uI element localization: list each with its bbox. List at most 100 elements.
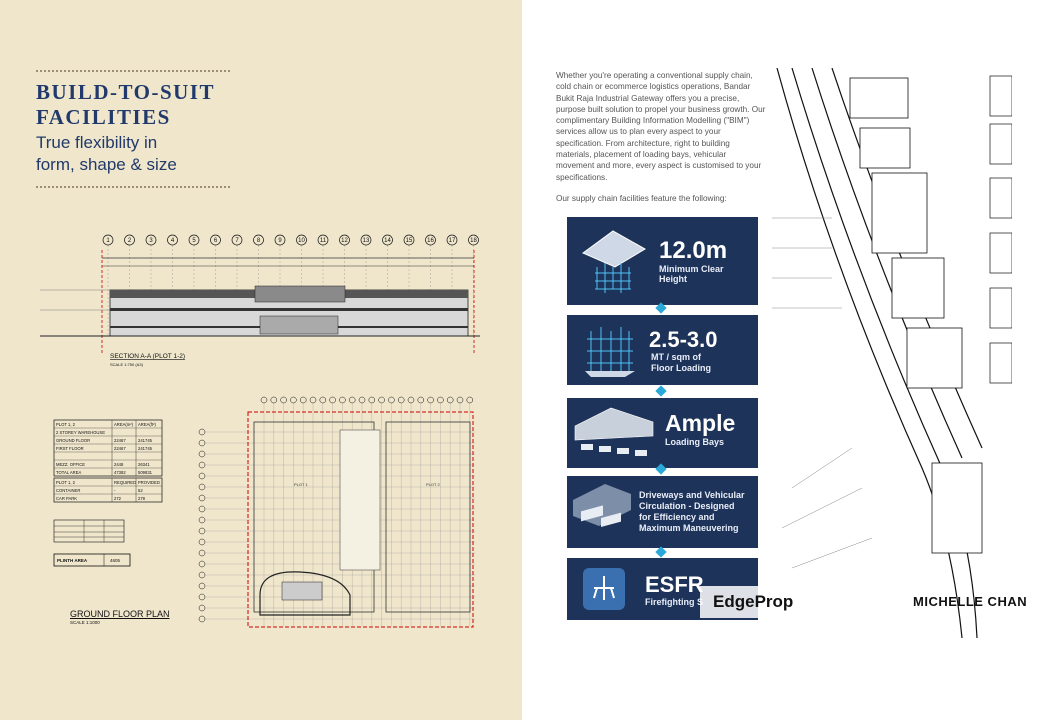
truck-icon — [573, 484, 631, 527]
grid-number: 2 — [128, 238, 132, 244]
feature-card-driveways: Driveways and Vehicular Circulation - De… — [567, 476, 758, 548]
plan-bubble — [198, 538, 206, 546]
plan-bubble — [456, 396, 464, 404]
clear-height-icon — [582, 230, 646, 293]
edgeprop-logo: EdgeProp — [713, 592, 793, 612]
grid-number: 14 — [384, 238, 391, 244]
plot2-label: PLOT 2 — [426, 482, 440, 487]
plan-bubble — [198, 615, 206, 623]
subheading-line2: form, shape & size — [36, 155, 177, 174]
feature-small-1a: Minimum Clear — [659, 264, 724, 274]
plan-bubble — [348, 396, 356, 404]
plan-bubble — [198, 472, 206, 480]
area-table-cell: AREA(ft²) — [138, 422, 157, 427]
grid-number: 11 — [320, 238, 327, 244]
loading-bay-icon — [574, 407, 654, 456]
feature-big-3: Ample — [665, 410, 736, 436]
plan-bubble — [339, 396, 346, 404]
area-table-cell: 26341 — [138, 462, 150, 467]
ground-floor-label: GROUND FLOOR PLAN — [70, 609, 170, 619]
grid-number: 5 — [192, 238, 196, 244]
features-lead: Our supply chain facilities feature the … — [556, 194, 727, 203]
edgeprop-watermark — [700, 586, 800, 618]
grid-number: 3 — [149, 238, 153, 244]
area-table-cell: TOTAL AREA — [56, 470, 81, 475]
feature-card-loading-bays: Ample Loading Bays — [567, 398, 758, 468]
parking-table-cell: REQUIRED — [114, 480, 136, 485]
section-label: SECTION A-A (PLOT 1-2) — [110, 353, 185, 360]
plan-bubble — [198, 593, 206, 601]
feature-big-1: 12.0m — [659, 237, 728, 264]
plan-bubble — [198, 549, 206, 557]
plan-bubble — [388, 396, 395, 404]
plan-bubble — [446, 396, 454, 404]
plan-bubble — [329, 396, 336, 404]
plan-bubble — [198, 461, 206, 469]
plan-bubble — [368, 396, 376, 404]
feature-card-floor-loading: 2.5-3.0 MT / sqm of Floor Loading — [567, 315, 758, 385]
plan-bubble — [198, 494, 206, 502]
subheading-line1: True flexibility in — [36, 133, 158, 152]
parking-table-cell: CONTAINER — [56, 488, 80, 493]
grid-number: 18 — [470, 238, 477, 244]
page-subheading: True flexibility in form, shape & size — [36, 132, 177, 176]
grid-number: 16 — [427, 238, 434, 244]
plinth-value: 4605 — [110, 558, 121, 563]
parking-table-cell: 272 — [114, 496, 122, 501]
feature-big-5: ESFR — [645, 572, 704, 597]
plan-bubble — [417, 396, 425, 404]
feature-small-3a: Loading Bays — [665, 437, 725, 447]
grid-number: 6 — [214, 238, 218, 244]
plan-bubble — [290, 396, 297, 404]
area-table-cell: 2448 — [114, 462, 124, 467]
plan-bubble — [319, 396, 327, 404]
feature-small-4d: Maximum Maneuvering — [639, 523, 739, 533]
plan-bubble — [260, 396, 268, 404]
plan-bubble — [397, 396, 405, 404]
brand-prop: Prop — [754, 592, 794, 611]
plan-bubble — [198, 560, 206, 568]
parking-table-cell: 52 — [138, 488, 143, 493]
plan-grid — [198, 396, 475, 626]
area-table-frame — [53, 419, 163, 477]
plan-bubble — [378, 396, 385, 404]
feature-big-2: 2.5-3.0 — [649, 327, 718, 352]
feature-small-2a: MT / sqm of — [651, 352, 701, 362]
grid-number: 1 — [106, 238, 110, 244]
area-table-cell: GROUND FLOOR — [56, 438, 90, 443]
plot1-label: PLOT 1 — [294, 482, 308, 487]
grid-number: 17 — [449, 238, 456, 244]
floor-loading-icon — [585, 327, 635, 377]
plan-bubble — [358, 396, 366, 404]
feature-small-1b: Height — [659, 274, 687, 284]
ground-floor-plan: PLOT 1 PLOT 2 GROUND FLOOR PLAN — [198, 396, 475, 628]
agent-watermark: MICHELLE CHAN — [913, 594, 1028, 609]
sprinkler-icon — [583, 568, 625, 610]
area-table-cell: 241745 — [138, 438, 153, 443]
plan-bubble — [407, 396, 415, 404]
grid-number: 12 — [341, 238, 348, 244]
area-table-cell: 47382 — [114, 470, 126, 475]
area-table-cell: PLOT 1, 2 — [56, 422, 76, 427]
plan-bubble — [198, 582, 206, 590]
feature-card-clear-height: 12.0m Minimum Clear Height — [567, 217, 758, 305]
brand-edge: Edge — [713, 592, 755, 611]
parking-table-cell: 278 — [138, 496, 146, 501]
bottom-divider — [36, 186, 230, 188]
grid-number: 9 — [278, 238, 282, 244]
grid-number: 8 — [257, 238, 261, 244]
parking-table-cell: CAR PARK — [56, 496, 77, 501]
plan-bubble — [466, 396, 474, 404]
grid-number: 4 — [171, 238, 175, 244]
area-table-cell: 22467 — [114, 446, 126, 451]
heading-line1: BUILD-TO-SUIT — [36, 80, 215, 104]
plan-bubble — [198, 516, 206, 524]
plan-bubble — [198, 571, 206, 579]
plan-bubble — [198, 604, 206, 612]
left-page: BUILD-TO-SUIT FACILITIES True flexibilit… — [0, 0, 522, 720]
plinth-label: PLINTH AREA — [57, 558, 88, 563]
top-divider — [36, 70, 230, 72]
intro-paragraph: Whether you're operating a conventional … — [556, 71, 766, 182]
